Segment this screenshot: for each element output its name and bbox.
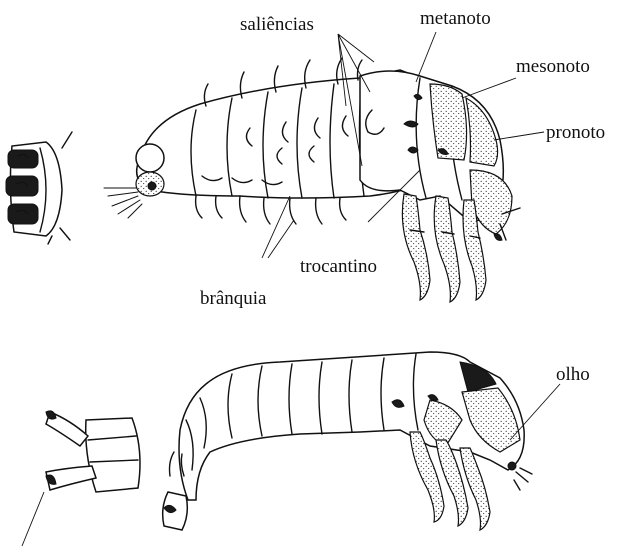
- label-olho: olho: [556, 364, 590, 385]
- label-branquia: brânquia: [200, 288, 267, 309]
- abdomen-end-view-top: [6, 132, 72, 244]
- legs-top: [402, 194, 486, 302]
- label-mesonoto: mesonoto: [516, 56, 590, 77]
- label-saliencias: saliências: [240, 14, 314, 35]
- label-metanoto: metanoto: [420, 8, 491, 29]
- label-trocantino: trocantino: [300, 256, 377, 277]
- larva-bottom: [163, 352, 532, 530]
- abdomen-end-view-bottom: [22, 411, 140, 546]
- label-pronoto: pronoto: [546, 122, 605, 143]
